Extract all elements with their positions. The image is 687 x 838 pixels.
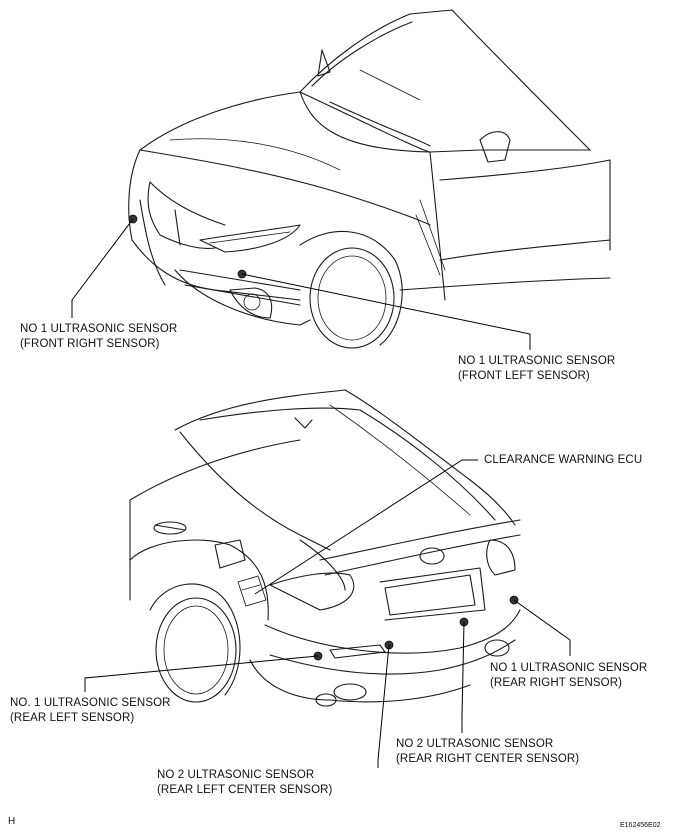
- rear-left-sensor-label: NO. 1 ULTRASONIC SENSOR (REAR LEFT SENSO…: [10, 696, 171, 726]
- figure-code: E162456E02: [620, 822, 661, 829]
- label-line: (REAR LEFT SENSOR): [10, 712, 135, 724]
- clearance-warning-ecu-label: CLEARANCE WARNING ECU: [484, 453, 642, 468]
- label-line: NO 2 ULTRASONIC SENSOR: [396, 738, 554, 750]
- label-line: NO 1 ULTRASONIC SENSOR: [458, 355, 616, 367]
- front-right-sensor-label: NO 1 ULTRASONIC SENSOR (FRONT RIGHT SENS…: [20, 322, 177, 352]
- clearance-warning-ecu-icon: [237, 575, 267, 607]
- label-line: (REAR RIGHT SENSOR): [490, 677, 623, 689]
- label-line: (REAR LEFT CENTER SENSOR): [157, 784, 333, 796]
- front-leader-lines: [71, 218, 531, 350]
- rear-right-center-sensor-label: NO 2 ULTRASONIC SENSOR (REAR RIGHT CENTE…: [396, 737, 579, 767]
- front-vehicle-illustration: [128, 9, 611, 349]
- corner-letter: H: [8, 816, 16, 827]
- front-left-sensor-label: NO 1 ULTRASONIC SENSOR (FRONT LEFT SENSO…: [458, 354, 615, 384]
- label-line: CLEARANCE WARNING ECU: [484, 454, 643, 466]
- label-line: NO. 1 ULTRASONIC SENSOR: [10, 697, 171, 709]
- label-line: NO 1 ULTRASONIC SENSOR: [490, 662, 648, 674]
- rear-leader-lines: [84, 459, 571, 768]
- rear-vehicle-illustration: [129, 389, 521, 707]
- label-line: (REAR RIGHT CENTER SENSOR): [396, 753, 580, 765]
- label-line: NO 1 ULTRASONIC SENSOR: [20, 323, 178, 335]
- rear-right-sensor-label: NO 1 ULTRASONIC SENSOR (REAR RIGHT SENSO…: [490, 661, 647, 691]
- rear-left-center-sensor-label: NO 2 ULTRASONIC SENSOR (REAR LEFT CENTER…: [157, 768, 332, 798]
- label-line: (FRONT RIGHT SENSOR): [20, 338, 160, 350]
- label-line: NO 2 ULTRASONIC SENSOR: [157, 769, 315, 781]
- label-line: (FRONT LEFT SENSOR): [458, 370, 590, 382]
